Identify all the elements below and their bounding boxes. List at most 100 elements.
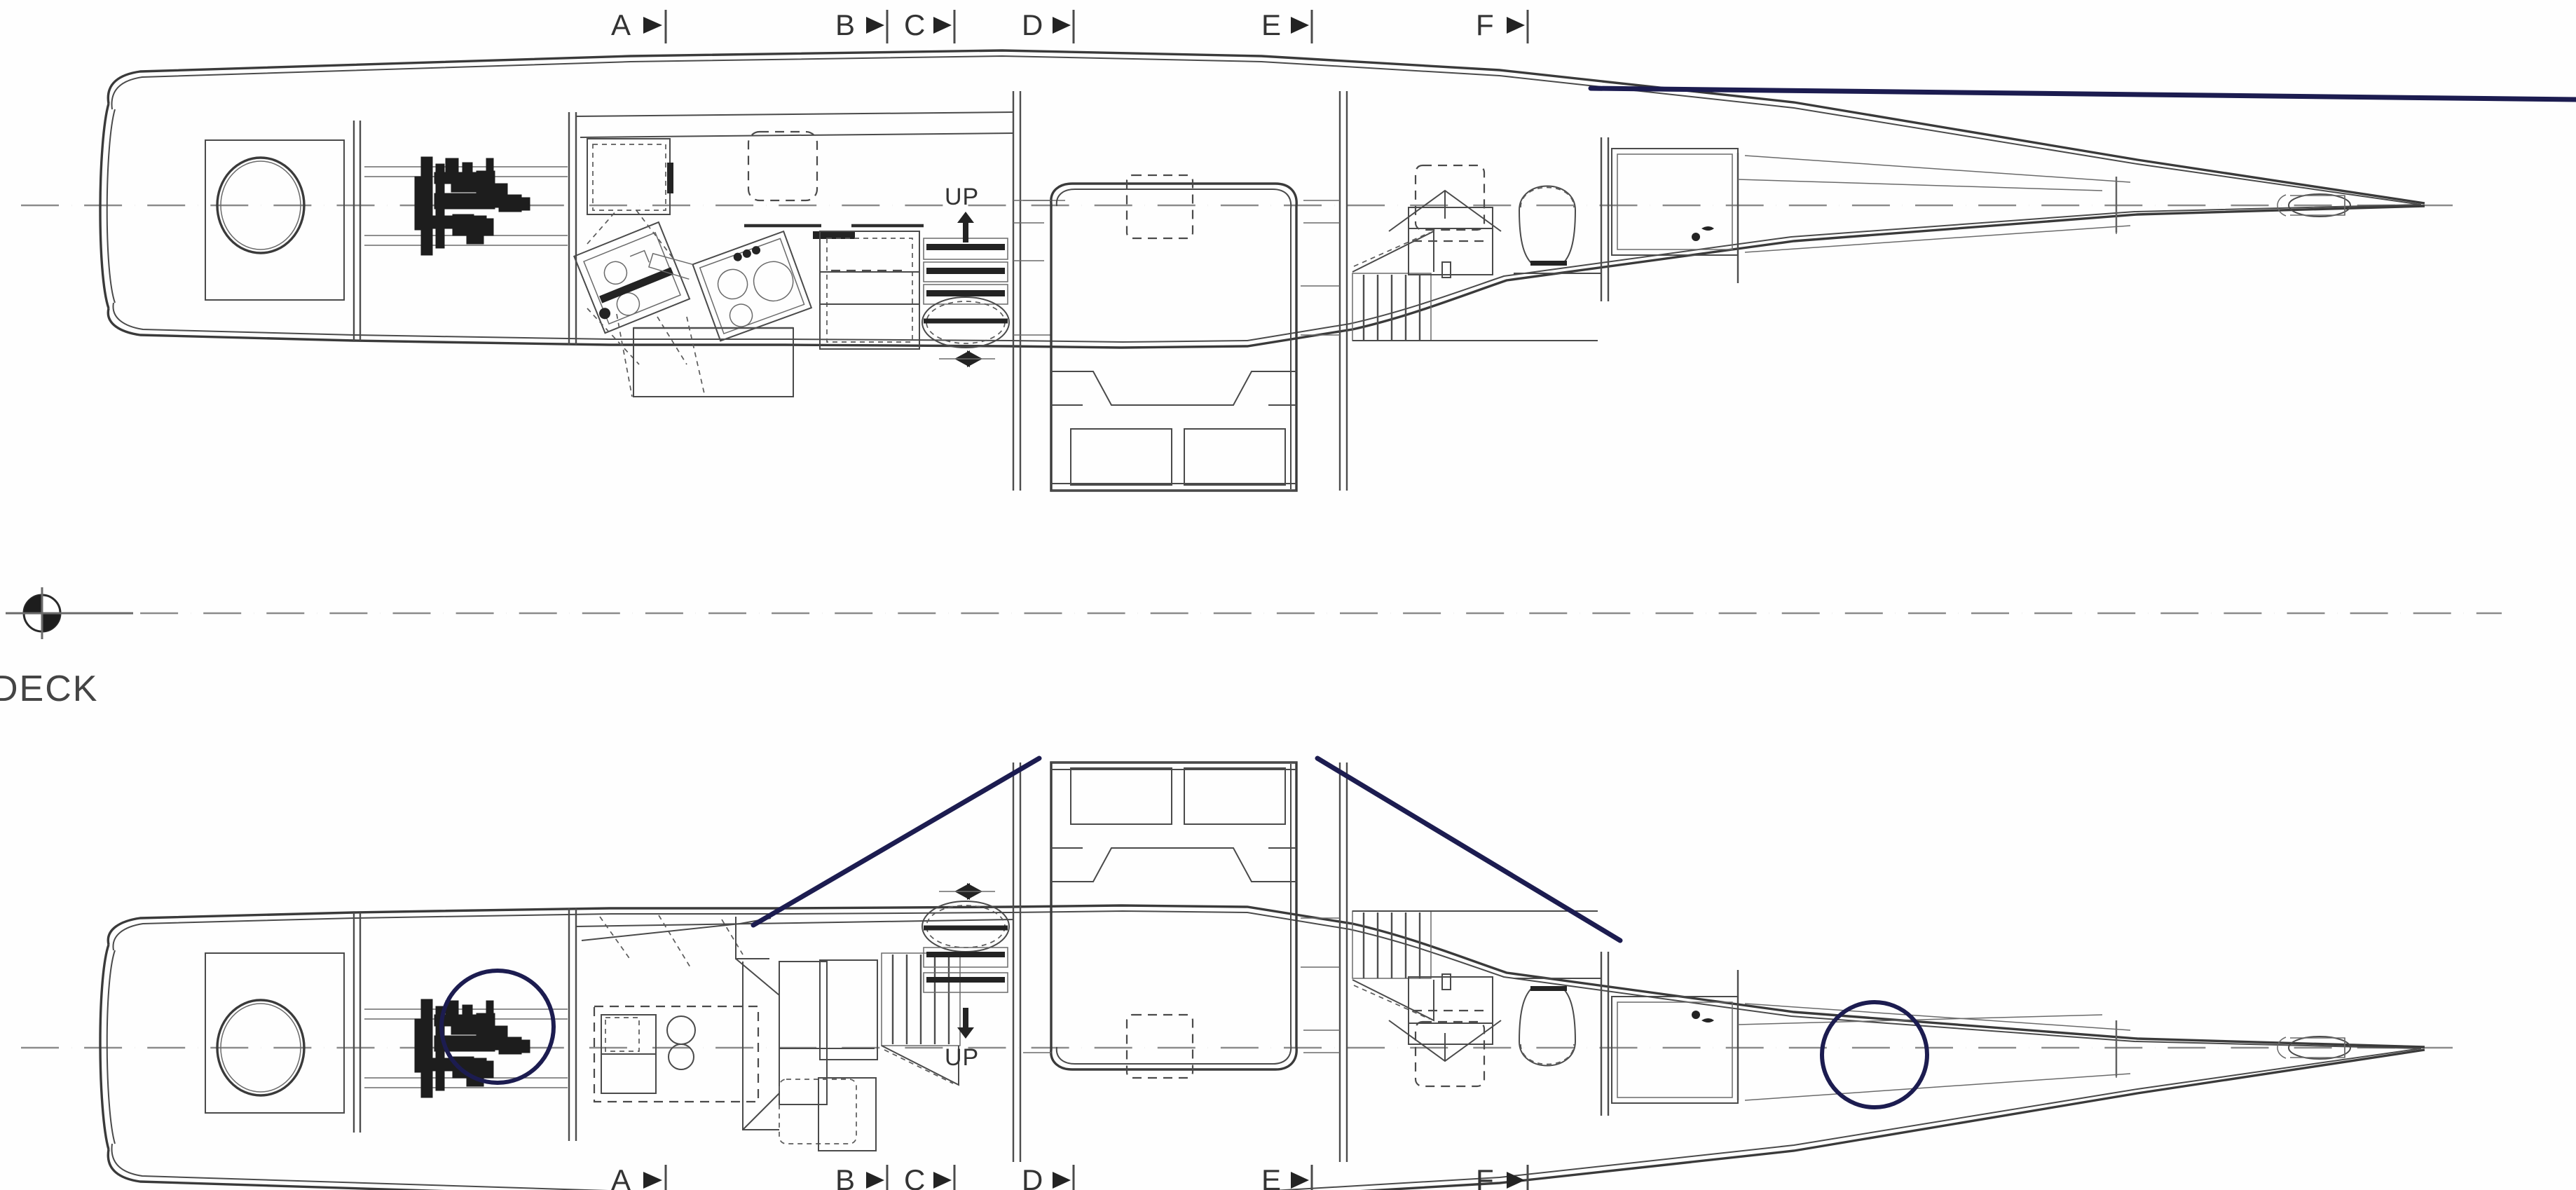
louvre-vent-upper [1352,273,1432,341]
companionway-oval [922,296,1010,348]
bow-tip-upper [2277,193,2351,217]
annotation-circle-engine [439,969,556,1085]
head-compartment-lower[interactable] [1352,910,1601,1088]
toilet-upper[interactable] [1518,185,1577,266]
section-marker-label: F [1476,1163,1495,1190]
transom-inner-upper [106,109,116,303]
section-marker-d-top[interactable]: D [1022,8,1075,43]
section-marker-a-top[interactable]: A [611,8,667,43]
door-swing-icon-upper [939,350,995,367]
drop-leaf-table[interactable] [633,327,794,397]
berth-starboard-lower[interactable] [1184,767,1286,825]
section-marker-label: F [1476,8,1495,41]
berth-starboard[interactable] [1184,428,1286,486]
head-compartment-upper[interactable] [1352,164,1601,341]
section-marker-b-bottom[interactable]: B [835,1163,889,1190]
section-markers-bottom: A B C D E F [611,1163,1529,1190]
companionway-upper[interactable]: UP [922,184,1065,367]
hand-annotations [439,86,2576,1109]
sink-unit[interactable] [573,221,691,334]
saloon-upper[interactable] [1023,174,1340,492]
stern-hatch-lower[interactable] [205,952,345,1114]
section-marker-label: B [835,8,856,41]
cabinet-outer[interactable] [587,138,671,215]
engine-assembly-lower [364,999,568,1098]
saloon-lower[interactable] [1023,761,1340,1079]
engine-assembly-upper [364,156,568,256]
annotation-circle-forepeak [1820,1000,1929,1109]
berth-port[interactable] [1070,428,1172,486]
forepeak-lower [1744,1003,2131,1101]
section-marker-a-bottom[interactable]: A [611,1163,667,1190]
section-marker-label: B [835,1163,856,1190]
annotation-line-top-right [1588,86,2576,102]
section-markers-top: A B C D E F [611,8,1529,43]
forward-berth-lower[interactable] [1611,996,1739,1104]
stair-direction-label: UP [945,184,979,210]
deck-hatch-dashed [747,130,818,202]
section-marker-f-top[interactable]: F [1476,8,1529,43]
door-swing-icon-lower [939,883,995,900]
section-marker-c-top[interactable]: C [904,8,956,43]
table-top[interactable] [666,1015,696,1045]
hull-outline-starboard-inner-upper [112,204,2422,343]
stairs-upper[interactable] [923,238,1008,305]
refrigerator[interactable] [819,231,920,350]
annotation-line-port [751,755,1042,928]
section-marker-label: A [611,8,631,41]
cooktop[interactable] [645,209,813,355]
stair-direction-label-lower: UP [945,1044,979,1071]
section-marker-label: A [611,1163,631,1190]
section-marker-label: E [1261,1163,1282,1190]
section-marker-c-bottom[interactable]: C [904,1163,956,1190]
dinette-lower[interactable] [575,915,1014,1151]
section-marker-e-bottom[interactable]: E [1261,1163,1313,1190]
hull-outline-port-inner-upper [111,55,2422,205]
cabinet-inner [592,144,666,211]
berth-port-lower[interactable] [1070,767,1172,825]
toilet-lower[interactable] [1518,986,1577,1067]
section-marker-e-top[interactable]: E [1261,8,1313,43]
locker-lower[interactable] [819,959,878,1060]
forward-cabin-upper[interactable] [1611,148,2103,256]
stern-hatch-upper[interactable] [205,139,345,301]
section-marker-label: D [1022,1163,1043,1190]
stairs-lower[interactable] [881,952,961,1046]
annotation-line-starboard [1315,755,1623,943]
hull-outline-port-lower [107,1048,2425,1190]
settee-outer[interactable] [593,1005,760,1103]
companionway-lower[interactable]: UP [881,883,1010,1086]
section-marker-label: C [904,1163,926,1190]
transom-inner-lower [106,950,116,1144]
transom-lower [99,944,110,1150]
deck-label: DECK [0,669,98,709]
section-marker-label: E [1261,8,1282,41]
lower-deck-plan[interactable]: UP [21,761,2453,1190]
louvre-vent-lower [1352,910,1432,979]
hull-outline-starboard-inner-lower [112,910,2422,1049]
saloon-outline-lower [1050,761,1298,1071]
forepeak-upper [1744,155,2131,253]
centerline-datum-symbol [6,587,133,639]
section-marker-d-bottom[interactable]: D [1022,1163,1075,1190]
wash-basin-upper[interactable] [1388,164,1502,278]
datum-section: DECK [0,587,2502,709]
transom-upper [99,103,110,309]
galley-upper[interactable] [573,111,1014,397]
section-marker-b-top[interactable]: B [835,8,889,43]
section-marker-label: D [1022,8,1043,41]
wash-basin-lower[interactable] [1388,973,1502,1088]
forward-berth[interactable] [1611,148,1739,256]
saloon-outline [1050,182,1298,492]
bow-tip-lower [2277,1036,2351,1060]
hull-outline-port-inner-lower [111,1048,2422,1190]
down-arrow-icon [957,212,974,242]
section-marker-label: C [904,8,926,41]
section-marker-f-bottom[interactable]: F [1476,1163,1529,1190]
forward-cabin-lower[interactable] [1611,996,2103,1104]
hull-outline-port-upper [107,49,2425,205]
upper-deck-plan[interactable]: UP [21,49,2453,492]
up-arrow-icon [957,1008,974,1039]
